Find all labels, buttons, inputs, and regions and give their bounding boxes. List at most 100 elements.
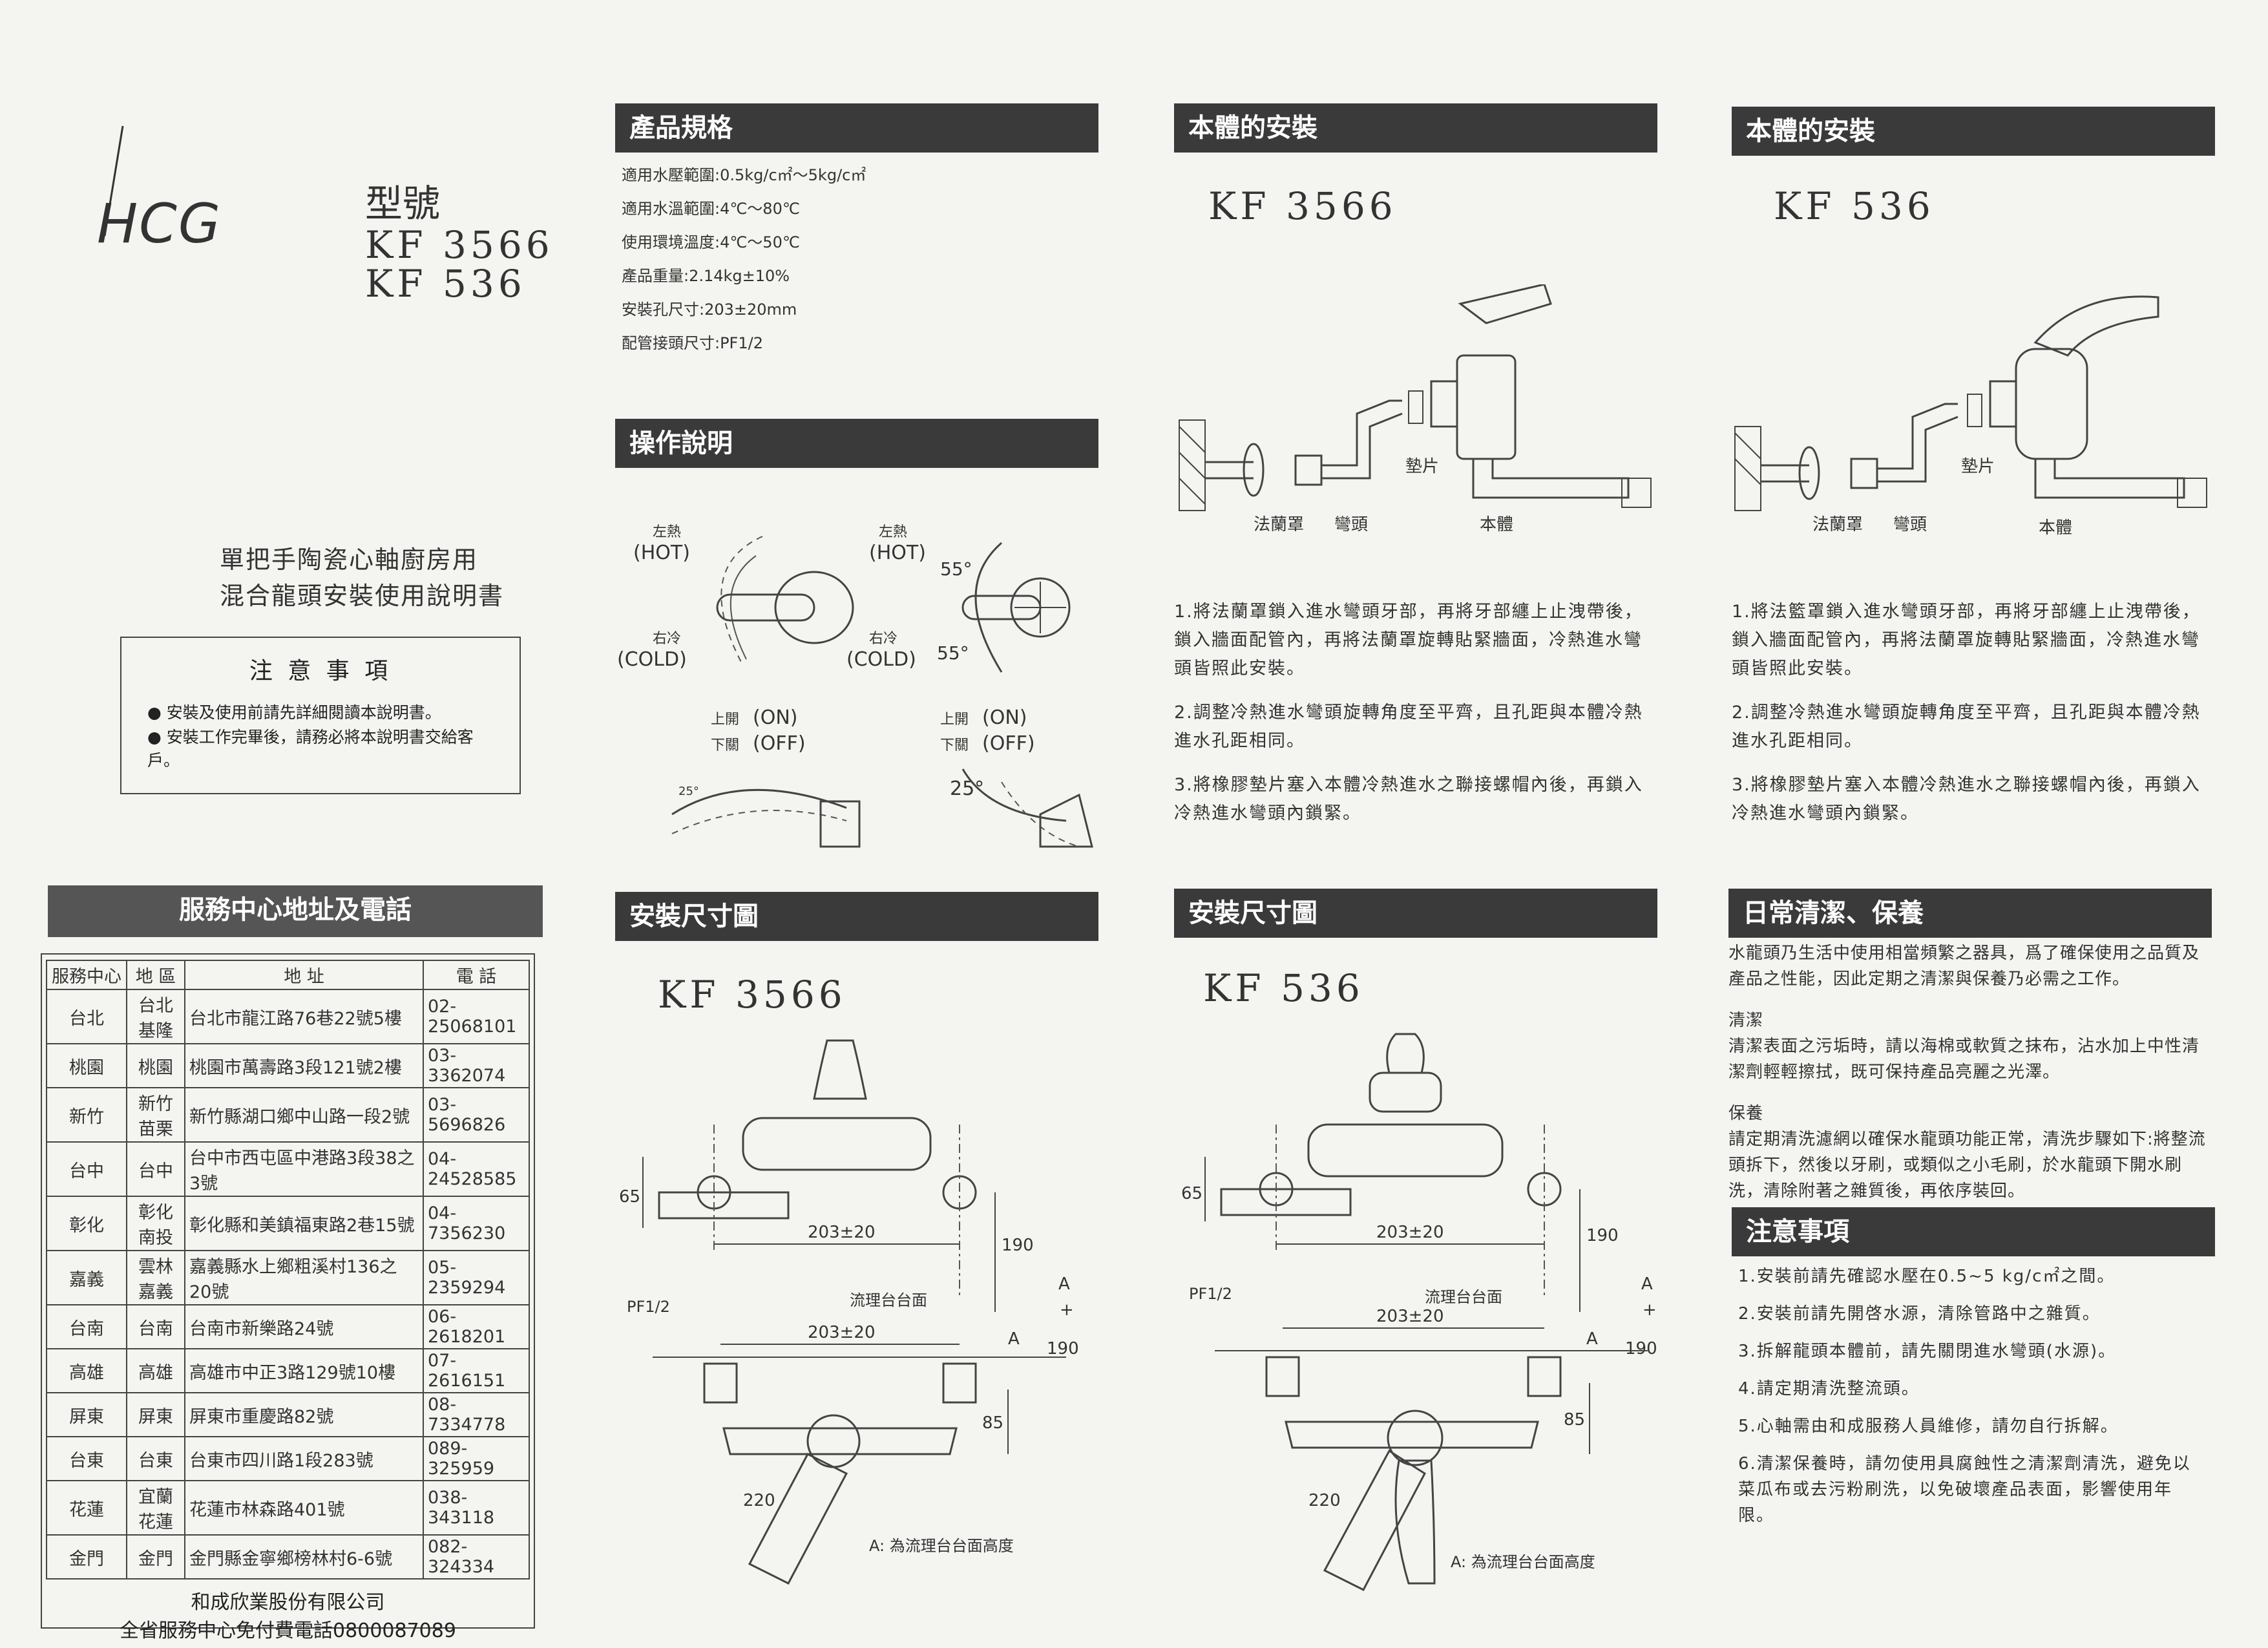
- region-cell: 台中: [126, 1141, 185, 1197]
- region-cell: 台東: [126, 1436, 185, 1481]
- cover-title: 單把手陶瓷心軸廚房用 混合龍頭安裝使用說明書: [220, 542, 504, 614]
- on-en-left: (ON): [753, 706, 797, 729]
- region-cell: 屏東: [126, 1392, 185, 1437]
- phone-cell: 082-324334: [423, 1534, 530, 1579]
- address-cell: 台南市新樂路24號: [184, 1304, 424, 1349]
- region-cell: 新竹 苗栗: [126, 1087, 185, 1143]
- address-cell: 花蓮市林森路401號: [184, 1480, 424, 1536]
- dim-plus: +: [1643, 1300, 1657, 1320]
- spec-item: 安裝孔尺寸:203±20mm: [622, 301, 797, 319]
- phone-cell: 089-325959: [423, 1436, 530, 1481]
- dim-536-diagram: 65 203±20 190 A + A 190 PF1/2 流理台台面 203±…: [1181, 1033, 1657, 1591]
- counter-label: 流理台台面: [850, 1291, 927, 1309]
- dim-3566-model: KF 3566: [658, 973, 846, 1017]
- cover-model-2: KF 536: [365, 262, 526, 306]
- region-cell: 金門: [126, 1534, 185, 1579]
- caution-item: 2.安裝前請先開啓水源，清除管路中之雜質。: [1738, 1304, 2101, 1324]
- care-section: 水龍頭乃生活中使用相當頻繁之器具，爲了確保使用之品質及產品之性能，因此定期之清潔…: [1728, 940, 2213, 1220]
- center-cell: 花蓮: [46, 1480, 127, 1536]
- region-cell: 桃園: [126, 1043, 185, 1088]
- dim-a-mid: A: [1586, 1329, 1598, 1349]
- company-name: 和成欣業股份有限公司: [191, 1591, 385, 1614]
- dim-203-bottom: 203±20: [808, 1323, 876, 1342]
- spec-item: 適用水壓範圍:0.5kg/c㎡～5kg/c㎡: [622, 166, 866, 184]
- dim-190-top: 190: [1002, 1236, 1034, 1255]
- install-536-step-3: 3.將橡膠墊片塞入本體冷熱進水之聯接螺帽內後，再鎖入冷熱進水彎頭內鎖緊。: [1732, 775, 2201, 823]
- phone-cell: 04-7356230: [423, 1196, 530, 1251]
- dim-a-top: A: [1058, 1274, 1070, 1294]
- dim-65: 65: [619, 1187, 640, 1207]
- phone-cell: 038-343118: [423, 1480, 530, 1536]
- center-cell: 高雄: [46, 1348, 127, 1393]
- hot-label-left: 左熱: [653, 524, 681, 540]
- region-cell: 台北 基隆: [126, 989, 185, 1044]
- dim-85: 85: [1564, 1410, 1585, 1430]
- install-3566-step-1: 1.將法蘭罩鎖入進水彎頭牙部，再將牙部纏上止洩帶後，鎖入牆面配管內，再將法蘭罩旋…: [1174, 602, 1643, 679]
- cover-title-line-1: 單把手陶瓷心軸廚房用: [220, 545, 479, 574]
- address-cell: 彰化縣和美鎮福東路2巷15號: [184, 1196, 424, 1251]
- spec-item: 配管接頭尺寸:PF1/2: [622, 334, 763, 352]
- dim-plus: +: [1060, 1300, 1074, 1320]
- care-intro: 水龍頭乃生活中使用相當頻繁之器具，爲了確保使用之品質及產品之性能，因此定期之清潔…: [1728, 944, 2200, 989]
- center-cell: 桃園: [46, 1043, 127, 1088]
- angle-55-top: 55°: [940, 558, 972, 580]
- hot-en-left: (HOT): [633, 542, 690, 564]
- on-label-left: 上開: [711, 712, 739, 728]
- label-body: 本體: [1480, 515, 1513, 534]
- off-en-right: (OFF): [982, 732, 1035, 755]
- dim-a-top: A: [1641, 1274, 1653, 1294]
- address-cell: 金門縣金寧鄉榜林村6-6號: [184, 1534, 424, 1579]
- label-elbow: 彎頭: [1893, 515, 1927, 534]
- install-3566-diagram: 墊片 法蘭罩 彎頭 本體: [1179, 284, 1652, 534]
- logo-text: HCG: [97, 192, 222, 255]
- install-536-step-1: 1.將法籃罩鎖入進水彎頭牙部，再將牙部纏上止洩帶後，鎖入牆面配管內，再將法蘭罩旋…: [1732, 602, 2201, 679]
- cold-en-right: (COLD): [846, 648, 916, 671]
- center-cell: 彰化: [46, 1196, 127, 1251]
- maint-title: 保養: [1728, 1104, 1764, 1123]
- dim-note: A: 為流理台台面高度: [1451, 1553, 1595, 1571]
- install-3566-model: KF 3566: [1208, 184, 1397, 228]
- hotline: 全省服務中心免付費電話0800087089: [120, 1620, 456, 1642]
- center-cell: 台中: [46, 1141, 127, 1197]
- install-536-step-2: 2.調整冷熱進水彎頭旋轉角度至平齊，且孔距與本體冷熱進水孔距相同。: [1732, 703, 2201, 751]
- cautions-list: 1.安裝前請先確認水壓在0.5~5 kg/c㎡之間。 2.安裝前請先開啓水源，清…: [1738, 1263, 2203, 1544]
- dim-3566-diagram: 65 203±20 190 A + A 190 PF1/2 流理台台面 203±…: [619, 1039, 1079, 1585]
- dim-220: 220: [1308, 1491, 1341, 1510]
- center-cell: 新竹: [46, 1087, 127, 1143]
- cautions-heading: 注意事項: [1732, 1207, 2215, 1256]
- dim-536-heading: 安裝尺寸圖: [1174, 889, 1657, 938]
- service-table-header: 服務中心 地 區 地 址 電 話: [46, 960, 530, 990]
- label-gasket: 墊片: [1405, 457, 1439, 476]
- install-3566-step-3: 3.將橡膠墊片塞入本體冷熱進水之聯接螺帽內後，再鎖入冷熱進水彎頭內鎖緊。: [1174, 775, 1643, 823]
- phone-cell: 07-2616151: [423, 1348, 530, 1393]
- install-3566-heading: 本體的安裝: [1174, 103, 1657, 153]
- dim-190-bottom: 190: [1047, 1339, 1079, 1358]
- operation-heading: 操作說明: [615, 419, 1098, 468]
- off-label-left: 下關: [711, 737, 739, 754]
- dim-203-top: 203±20: [1376, 1223, 1444, 1242]
- spec-item: 使用環境溫度:4℃～50℃: [622, 233, 800, 251]
- phone-cell: 06-2618201: [423, 1304, 530, 1349]
- phone-cell: 05-2359294: [423, 1250, 530, 1305]
- dim-3566-heading: 安裝尺寸圖: [615, 892, 1098, 941]
- dim-220: 220: [743, 1491, 775, 1510]
- install-3566-step-2: 2.調整冷熱進水彎頭旋轉角度至平齊，且孔距與本體冷熱進水孔距相同。: [1174, 703, 1643, 751]
- dim-85: 85: [982, 1413, 1003, 1433]
- specs-list: 適用水壓範圍:0.5kg/c㎡～5kg/c㎡ 適用水溫範圍:4℃～80℃ 使用環…: [622, 158, 1087, 360]
- on-label-right: 上開: [940, 712, 969, 728]
- region-cell: 彰化 南投: [126, 1196, 185, 1251]
- address-cell: 嘉義縣水上鄉粗溪村136之20號: [184, 1250, 424, 1305]
- region-cell: 高雄: [126, 1348, 185, 1393]
- angle-55-bottom: 55°: [937, 642, 969, 664]
- region-cell: 雲林 嘉義: [126, 1250, 185, 1305]
